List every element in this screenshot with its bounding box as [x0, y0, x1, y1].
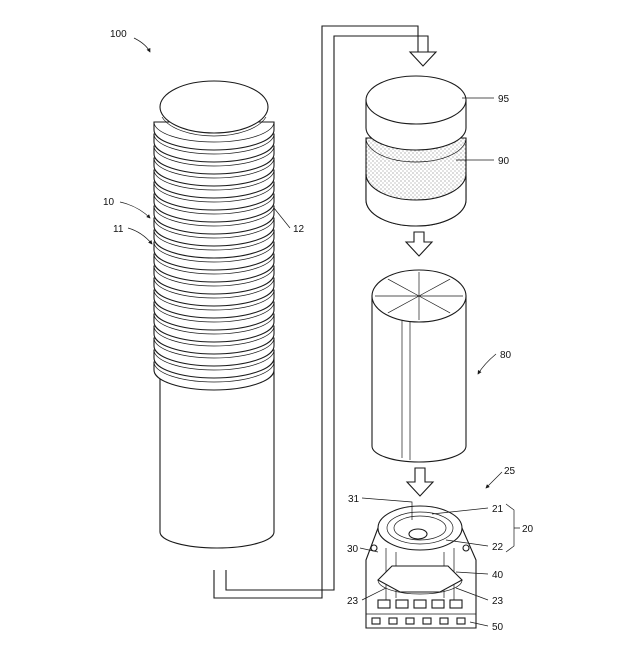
- label-50: 50: [492, 622, 504, 633]
- leader-12: [274, 208, 290, 228]
- label-31: 31: [348, 494, 360, 505]
- base-pad: [414, 600, 426, 608]
- label-25: 25: [504, 466, 516, 477]
- base-foot: [423, 618, 431, 624]
- leader-80: [478, 354, 496, 374]
- label-40: 40: [492, 570, 504, 581]
- base-pad: [396, 600, 408, 608]
- label-95: 95: [498, 94, 510, 105]
- base-foot: [372, 618, 380, 624]
- filter-cap-assembly: [366, 76, 466, 226]
- label-12: 12: [293, 224, 305, 235]
- base-pad: [450, 600, 462, 608]
- arrow-down-mid: [406, 232, 432, 256]
- label-23-right: 23: [492, 596, 504, 607]
- base-foot: [406, 618, 414, 624]
- center-nozzle: [409, 529, 427, 539]
- label-21: 21: [492, 504, 504, 515]
- base-foot: [389, 618, 397, 624]
- arrow-down-top: [410, 52, 436, 66]
- base-screw-right: [463, 545, 469, 551]
- cartridge: [372, 270, 466, 462]
- cartridge-spokes: [375, 272, 463, 320]
- base-top-ring: [378, 506, 462, 550]
- leader-10: [120, 202, 150, 218]
- label-23-left: 23: [347, 596, 359, 607]
- base-pad: [378, 600, 390, 608]
- arrow-down-bottom: [407, 468, 433, 496]
- leader-25: [486, 472, 502, 488]
- label-90: 90: [498, 156, 510, 167]
- label-80: 80: [500, 350, 512, 361]
- label-100: 100: [110, 29, 127, 40]
- label-30: 30: [347, 544, 359, 555]
- label-20: 20: [522, 524, 534, 535]
- cap-top: [366, 76, 466, 124]
- bellows-container: [154, 81, 274, 548]
- label-10: 10: [103, 197, 115, 208]
- container-lid: [160, 81, 268, 133]
- base-screw-left: [371, 545, 377, 551]
- base-foot: [440, 618, 448, 624]
- base-pad: [432, 600, 444, 608]
- leader-100: [134, 38, 150, 52]
- base-foot: [457, 618, 465, 624]
- base-assembly: [366, 506, 476, 628]
- label-11: 11: [113, 224, 124, 235]
- bellows-ribs: [154, 122, 274, 390]
- bracket-20: [506, 504, 520, 552]
- leader-11: [128, 228, 152, 244]
- label-22: 22: [492, 542, 504, 553]
